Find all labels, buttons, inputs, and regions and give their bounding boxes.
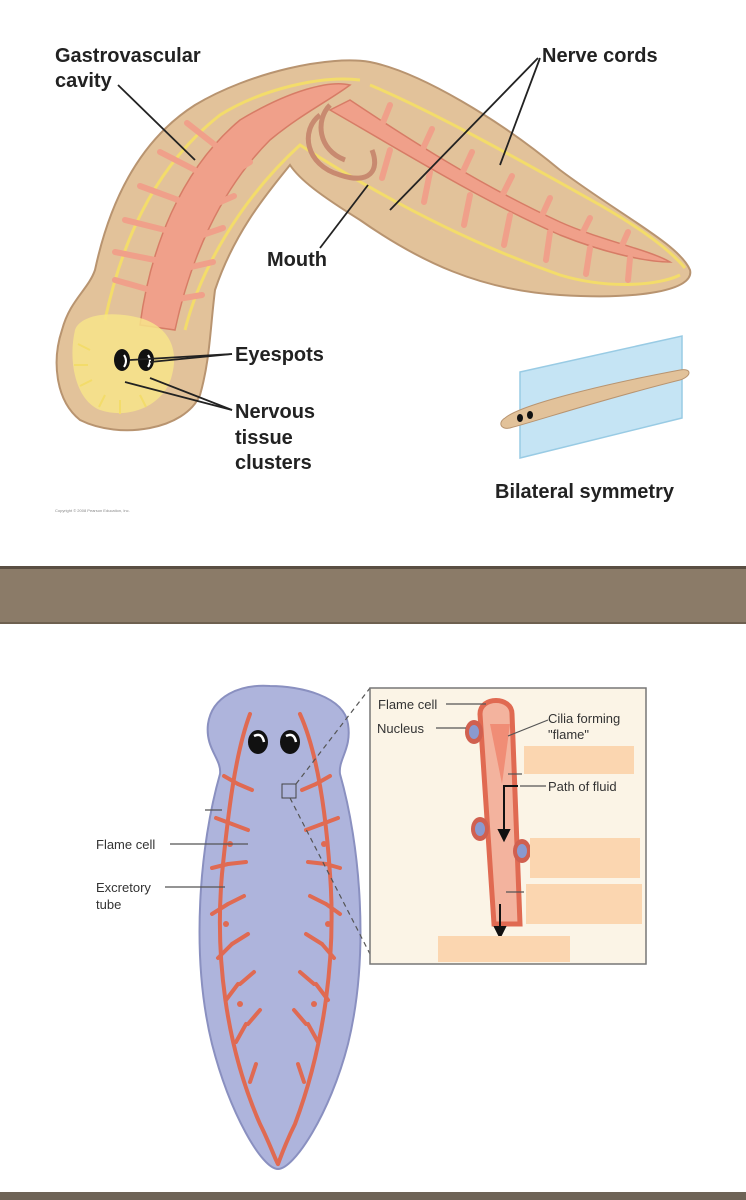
tubule-nodes bbox=[223, 841, 331, 1007]
label-bilateral-symmetry: Bilateral symmetry bbox=[495, 481, 675, 503]
slide-bottom-bar bbox=[0, 1192, 746, 1200]
pharynx bbox=[305, 103, 378, 181]
label-eyespots: Eyespots bbox=[235, 344, 324, 366]
label-flame-cell-inset: Flame cell bbox=[378, 697, 437, 712]
gut-branches bbox=[112, 102, 633, 303]
fluid-arrows bbox=[493, 785, 518, 940]
label-excretory-line1: Excretory bbox=[96, 880, 151, 895]
label-cilia-line1: Cilia forming bbox=[548, 711, 620, 726]
copyright-text: Copyright © 2008 Pearson Education, Inc. bbox=[55, 508, 130, 513]
blank-label-box-4[interactable] bbox=[438, 936, 570, 962]
symmetry-worm bbox=[500, 369, 690, 429]
eyespot-left bbox=[248, 730, 268, 754]
magnify-box bbox=[281, 783, 297, 799]
flame-cell-diagram: Flame cell Excretory tube Flame cell Nuc… bbox=[96, 684, 647, 1171]
leader-lines bbox=[117, 57, 541, 411]
eyespot-left bbox=[114, 349, 130, 371]
label-cilia-line2: "flame" bbox=[548, 727, 589, 742]
label-nervous-line1: Nervous bbox=[235, 401, 315, 423]
label-nerve-cords: Nerve cords bbox=[542, 45, 658, 67]
eyespot-right bbox=[280, 730, 300, 754]
left-leader-lines bbox=[165, 809, 248, 888]
label-excretory-line2: tube bbox=[96, 897, 121, 912]
inset-leader-lines bbox=[436, 703, 549, 893]
blank-label-box-2[interactable] bbox=[530, 838, 640, 878]
excretory-tubules bbox=[210, 712, 342, 1166]
slide-divider bbox=[0, 566, 746, 624]
blank-label-box-3[interactable] bbox=[526, 884, 642, 924]
label-path-of-fluid: Path of fluid bbox=[548, 779, 617, 794]
eyespot-right bbox=[138, 349, 154, 371]
label-gastrovascular-line2: cavity bbox=[55, 70, 113, 92]
label-flame-cell-left: Flame cell bbox=[96, 837, 155, 852]
head-nerve-rays bbox=[74, 343, 147, 414]
planarian-anatomy-panel: Gastrovascular cavity Nerve cords Mouth … bbox=[0, 0, 746, 566]
protonephridia-panel: Flame cell Excretory tube Flame cell Nuc… bbox=[0, 624, 746, 1194]
label-nervous-line3: clusters bbox=[235, 452, 312, 474]
label-nucleus: Nucleus bbox=[377, 721, 424, 736]
bilateral-symmetry-illustration bbox=[500, 335, 690, 459]
gastrovascular-branch-rear bbox=[328, 99, 673, 263]
planarian-anatomy-diagram: Gastrovascular cavity Nerve cords Mouth … bbox=[55, 45, 692, 513]
label-gastrovascular-line1: Gastrovascular bbox=[55, 45, 201, 67]
label-nervous-line2: tissue bbox=[235, 427, 293, 449]
flatworm-body bbox=[198, 684, 362, 1171]
nerve-cord-left bbox=[103, 77, 361, 321]
blank-label-box-1[interactable] bbox=[524, 746, 634, 774]
label-mouth: Mouth bbox=[267, 249, 327, 271]
nerve-cord-back bbox=[369, 83, 687, 269]
flame-cell-tube bbox=[465, 698, 531, 927]
